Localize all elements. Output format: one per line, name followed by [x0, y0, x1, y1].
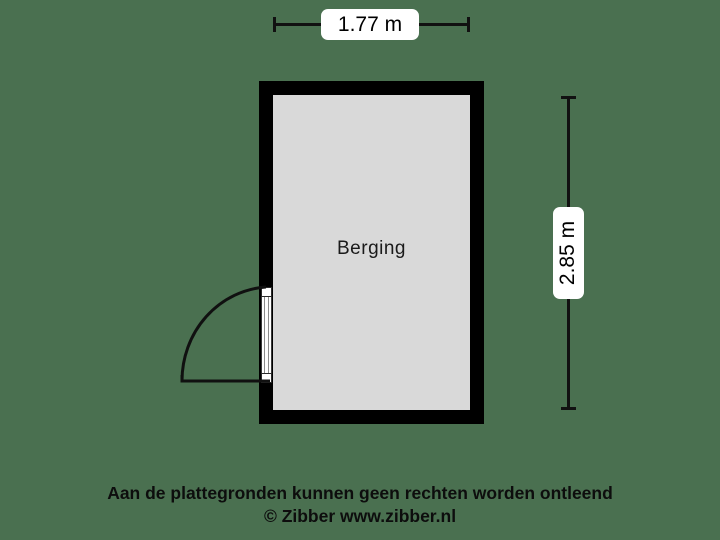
room-label-berging: Berging [337, 238, 406, 259]
door-leaf [261, 287, 272, 383]
top-dimension-value: 1.77 m [337, 12, 403, 36]
right-dimension-cap-bottom [561, 407, 576, 410]
door-jamb-top [261, 287, 272, 297]
door-swing-arc-icon [180, 285, 270, 383]
top-dimension-cap-right [467, 17, 470, 32]
right-dimension-label: 2.85 m [553, 207, 584, 299]
footer-line-copyright: © Zibber www.zibber.nl [263, 506, 457, 526]
room-floor [273, 95, 470, 410]
right-dimension-value: 2.85 m [556, 220, 580, 286]
top-dimension-cap-left [273, 17, 276, 32]
right-dimension-cap-top [561, 96, 576, 99]
footer-line-disclaimer: Aan de plattegronden kunnen geen rechten… [107, 483, 613, 503]
top-dimension-label: 1.77 m [321, 9, 419, 40]
footer-disclaimer: Aan de plattegronden kunnen geen rechten… [0, 482, 720, 528]
